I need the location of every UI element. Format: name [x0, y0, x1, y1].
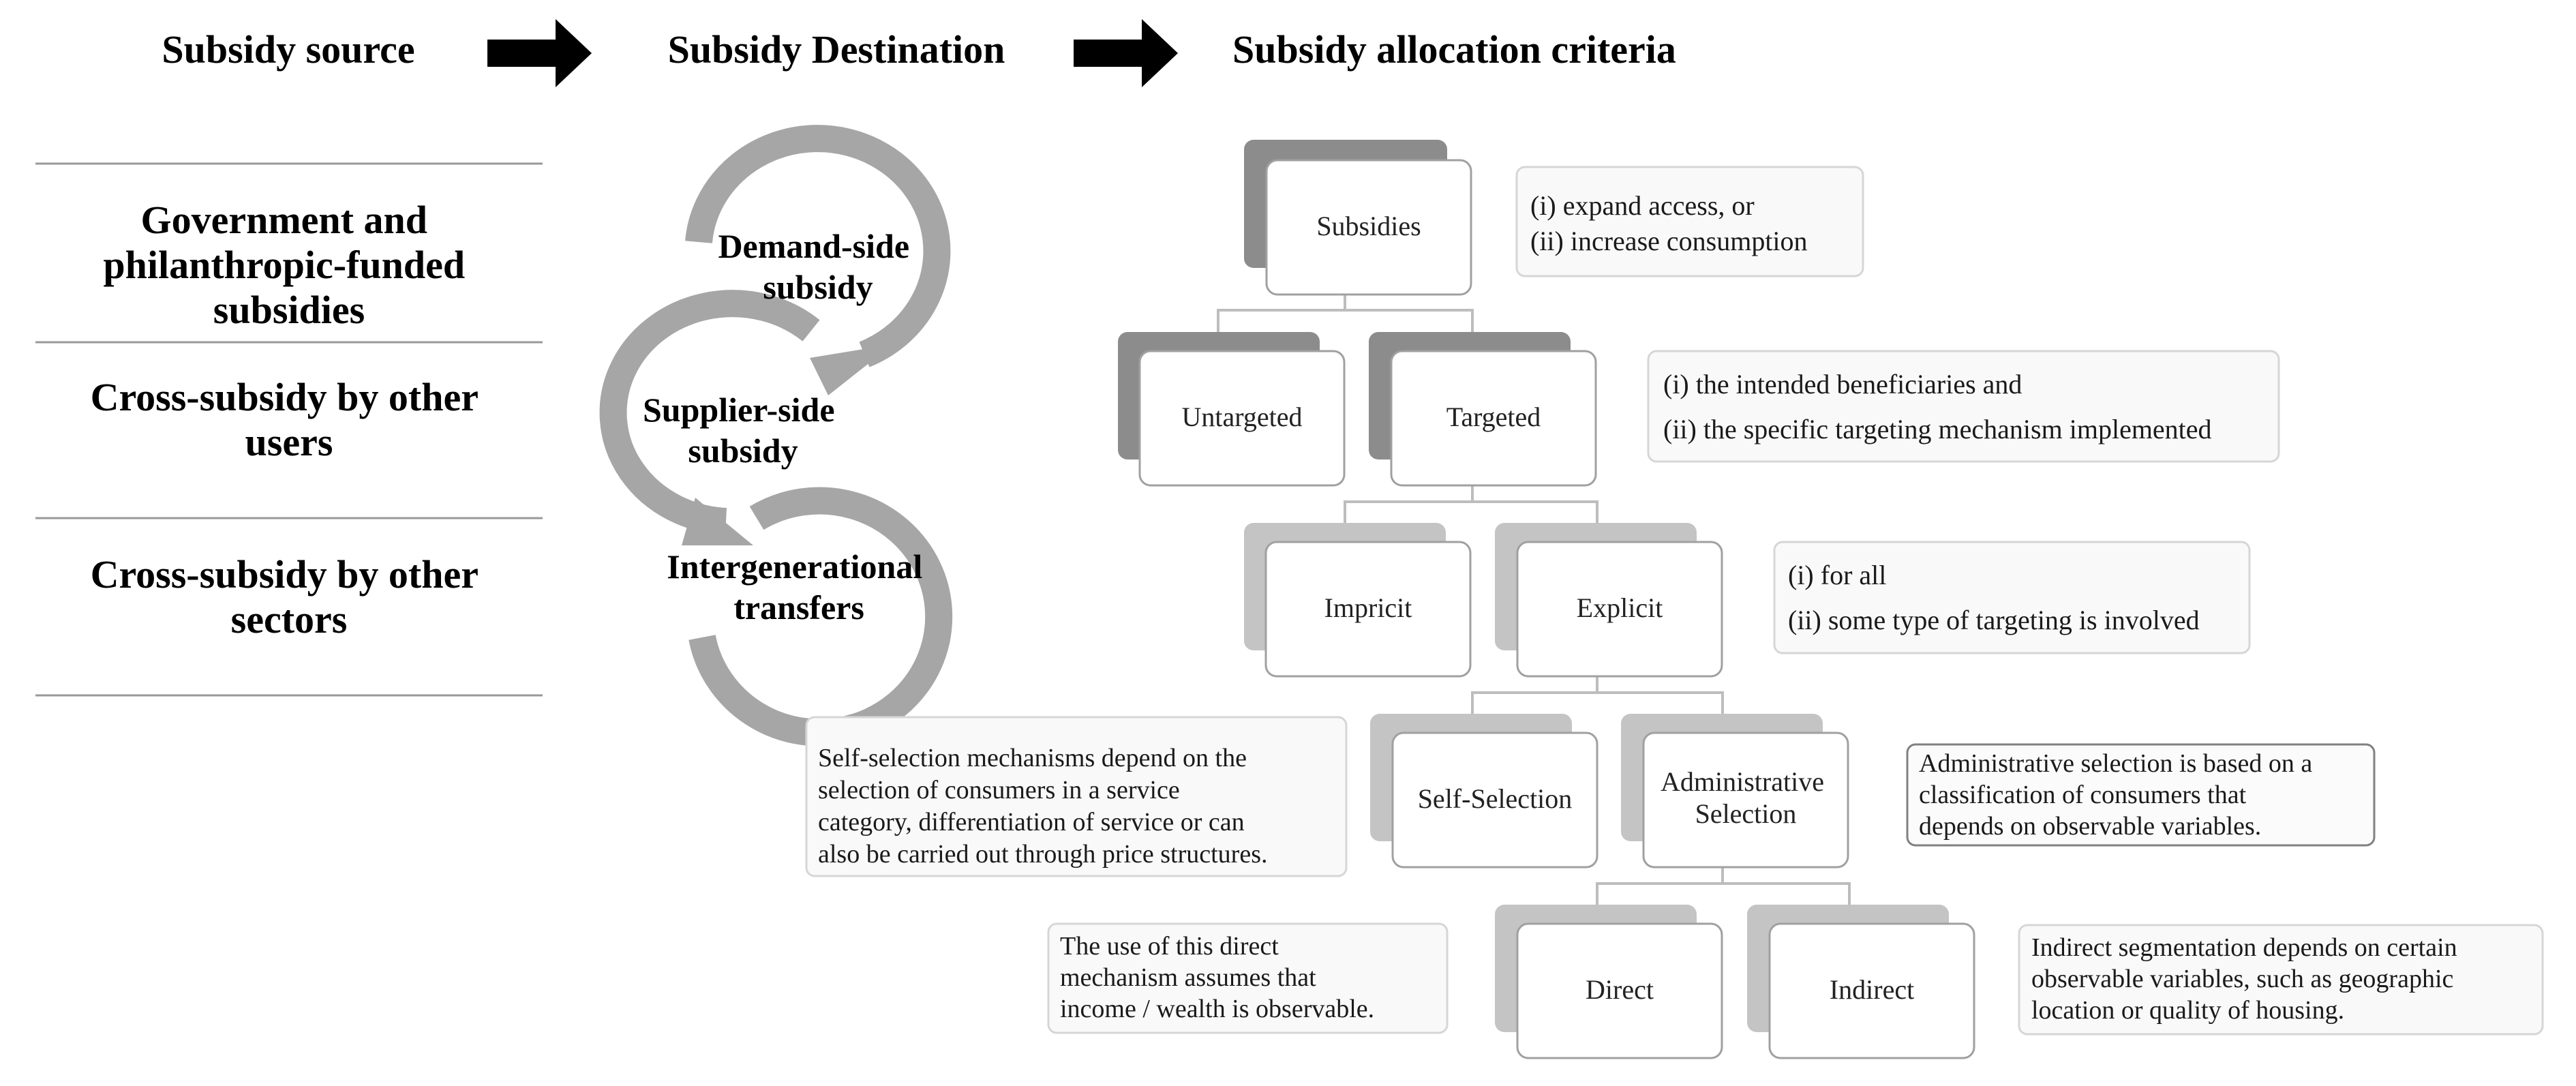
header-subsidy-destination: Subsidy Destination [668, 27, 1005, 72]
note-indirect-text: Indirect segmentation depends on certain… [2031, 933, 2464, 1025]
source-cross-subsidy-users: Cross-subsidy by other users [91, 375, 488, 464]
node-self-selection-label: Self-Selection [1418, 783, 1573, 814]
note-administrative-text: Administrative selection is based on a c… [1919, 749, 2319, 841]
node-indirect-label: Indirect [1830, 974, 1914, 1005]
node-impricit-label: Impricit [1324, 592, 1412, 623]
source-cross-subsidy-sectors: Cross-subsidy by other sectors [91, 552, 488, 642]
right-block-arrow-icon [487, 19, 592, 87]
note-targeted-text: (i) the intended beneficiaries and (ii) … [1663, 369, 2212, 444]
destination-demand-side: Demand-side subsidy [718, 227, 918, 306]
node-subsidies-label: Subsidies [1316, 211, 1421, 241]
node-targeted-label: Targeted [1446, 402, 1541, 432]
node-untargeted-label: Untargeted [1182, 402, 1303, 432]
circular-arrow-icon [599, 125, 953, 746]
node-subsidies [1265, 159, 1472, 296]
note-targeted [1647, 350, 2280, 463]
node-targeted [1390, 350, 1597, 487]
node-explicit-label: Explicit [1577, 592, 1663, 623]
note-direct-text: The use of this direct mechanism assumes… [1060, 932, 1374, 1023]
note-self-selection [805, 716, 1348, 877]
destination-intergenerational: Intergenerational transfers [667, 547, 930, 627]
node-explicit [1516, 541, 1723, 678]
note-direct [1047, 922, 1449, 1034]
destination-supplier-side: Supplier-side subsidy [643, 391, 843, 470]
node-administrative-selection [1642, 731, 1849, 869]
node-impricit [1264, 541, 1472, 678]
header-subsidy-source: Subsidy source [162, 27, 414, 72]
header-allocation-criteria: Subsidy allocation criteria [1232, 27, 1676, 72]
circular-arrow-head [810, 344, 893, 395]
node-direct-label: Direct [1586, 974, 1654, 1005]
note-indirect [2018, 924, 2544, 1036]
note-self-selection-text: Self-selection mechanisms depend on the … [818, 744, 1268, 869]
source-government-philanthropic: Government and philanthropic-funded subs… [103, 198, 474, 332]
note-explicit [1773, 541, 2251, 654]
node-indirect [1768, 922, 1975, 1059]
circular-arrow-head [682, 498, 753, 545]
note-explicit-text: (i) for all (ii) some type of targeting … [1788, 560, 2200, 635]
note-subsidies-text: (i) expand access, or (ii) increase cons… [1530, 190, 1808, 256]
note-subsidies [1515, 166, 1864, 277]
node-direct [1516, 922, 1723, 1059]
node-self-selection [1391, 731, 1598, 869]
node-administrative-selection-label: Administrative Selection [1661, 766, 1831, 829]
node-untargeted [1138, 350, 1346, 487]
right-block-arrow-icon [1074, 19, 1178, 87]
note-administrative [1906, 743, 2376, 847]
